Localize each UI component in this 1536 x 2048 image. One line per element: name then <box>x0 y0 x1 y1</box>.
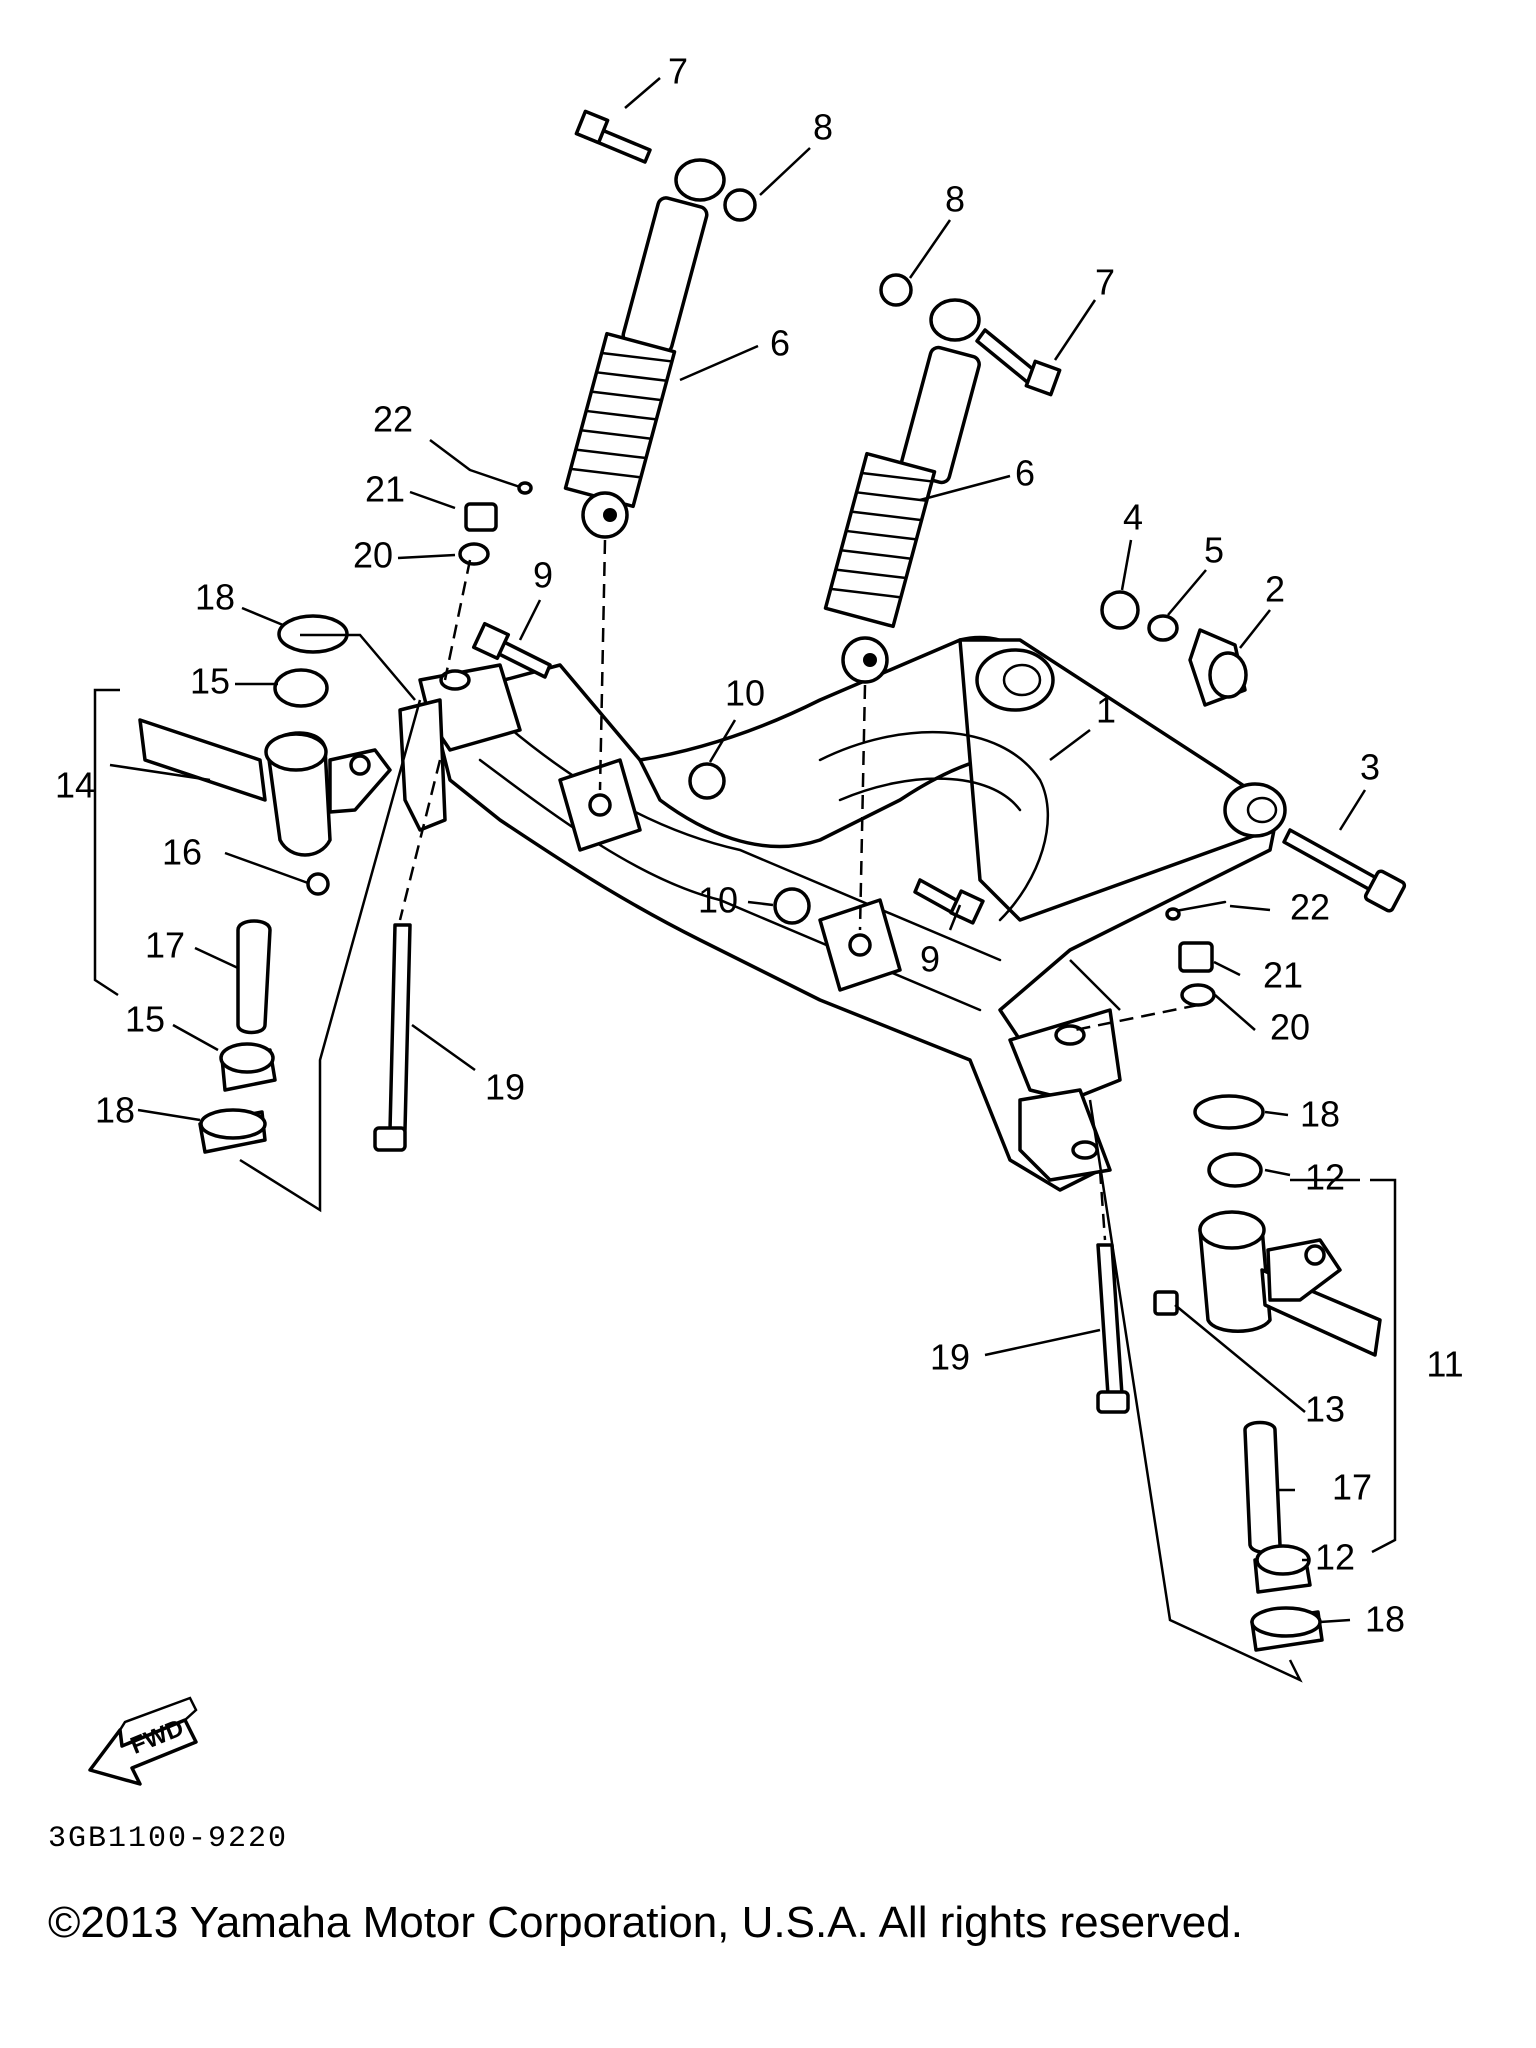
callout-9: 9 <box>533 555 553 596</box>
callout-6: 6 <box>1015 453 1035 494</box>
callout-10: 10 <box>698 880 738 921</box>
callout-21: 21 <box>365 469 405 510</box>
knuckle-left <box>138 614 392 1154</box>
swing-arm-frame <box>398 635 1287 1192</box>
knuckle-right <box>1153 1094 1382 1652</box>
callout-21: 21 <box>1263 955 1303 996</box>
callout-7: 7 <box>1095 262 1115 303</box>
drawing-code: 3GB1100-9220 <box>48 1822 289 1856</box>
callout-6: 6 <box>770 323 790 364</box>
callout-22: 22 <box>373 399 413 440</box>
callout-1: 1 <box>1096 690 1116 731</box>
callout-11: 11 <box>1426 1344 1463 1385</box>
leader-lines <box>109 77 1367 1624</box>
hardware <box>373 109 1407 1414</box>
callout-17: 17 <box>1332 1467 1372 1508</box>
callout-3: 3 <box>1360 747 1380 788</box>
callout-10: 10 <box>725 673 765 714</box>
callout-5: 5 <box>1204 530 1224 571</box>
callout-18: 18 <box>1365 1599 1405 1640</box>
alignment-lines <box>398 539 1199 1241</box>
callout-19: 19 <box>485 1067 525 1108</box>
shock-absorber-left <box>563 158 726 539</box>
callout-labels: 7 8 8 7 6 6 22 21 20 9 4 5 2 18 15 10 1 … <box>55 51 1464 1640</box>
callout-9: 9 <box>920 939 940 980</box>
callout-18: 18 <box>95 1090 135 1131</box>
callout-22: 22 <box>1290 887 1330 928</box>
callout-13: 13 <box>1305 1389 1345 1430</box>
shock-absorber-right <box>823 298 981 684</box>
callout-7: 7 <box>668 51 688 92</box>
callout-15: 15 <box>190 661 230 702</box>
callout-12: 12 <box>1315 1537 1355 1578</box>
callout-20: 20 <box>1270 1007 1310 1048</box>
callout-8: 8 <box>813 107 833 148</box>
callout-19: 19 <box>930 1337 970 1378</box>
callout-8: 8 <box>945 179 965 220</box>
fwd-arrow-icon: FWD <box>88 1696 198 1786</box>
copyright-notice: ©2013 Yamaha Motor Corporation, U.S.A. A… <box>48 1898 1243 1947</box>
callout-15: 15 <box>125 999 165 1040</box>
callout-14: 14 <box>55 765 95 806</box>
callout-18: 18 <box>195 577 235 618</box>
callout-4: 4 <box>1123 497 1143 538</box>
callout-16: 16 <box>162 832 202 873</box>
callout-12: 12 <box>1305 1157 1345 1198</box>
callout-2: 2 <box>1265 569 1285 610</box>
callout-18: 18 <box>1300 1094 1340 1135</box>
group-brackets <box>93 633 1397 1683</box>
callout-20: 20 <box>353 535 393 576</box>
callout-17: 17 <box>145 925 185 966</box>
